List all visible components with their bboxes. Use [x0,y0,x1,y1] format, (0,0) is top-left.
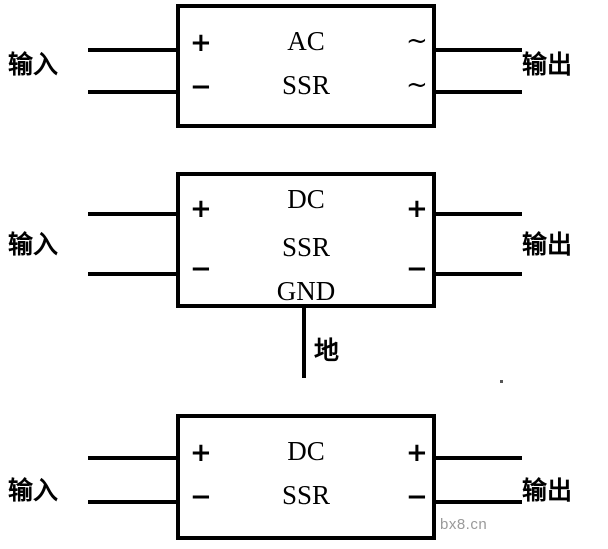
terminal-input-minus-block3: − [190,482,212,512]
wire-output-minus-block2 [434,272,522,276]
terminal-input-plus-block2: + [190,194,212,224]
block-dc-ssr-gnd [176,172,436,308]
block-ac-ssr [176,4,436,128]
terminal-input-minus-block2: − [190,254,212,284]
terminal-output-minus-block2: − [406,254,428,284]
terminal-output-minus-block3: − [406,482,428,512]
wire-input-minus-block2 [88,272,178,276]
speckle-dot [500,380,503,383]
block1-input-label: 输入 [8,50,59,79]
wire-output-minus-block3 [434,500,522,504]
wire-output-bottom-block1 [434,90,522,94]
wire-input-plus-block1 [88,48,178,52]
terminal-input-minus-block1: − [190,72,212,102]
terminal-output-tilde-bottom-block1: ~ [406,70,428,100]
terminal-output-plus-block3: + [406,438,428,468]
block1-label-ssr: SSR [281,70,331,100]
terminal-input-plus-block3: + [190,438,212,468]
block1-output-label: 输出 [522,50,573,79]
block3-label-ssr: SSR [281,480,331,510]
block3-input-label: 输入 [8,476,59,505]
block3-label-dc: DC [287,436,325,466]
wire-output-top-block1 [434,48,522,52]
block2-label-gnd: GND [276,276,336,306]
block-dc-ssr [176,414,436,540]
terminal-output-tilde-top-block1: ~ [406,26,428,56]
block3-output-label: 输出 [522,476,573,505]
block2-ground-label: 地 [314,336,340,365]
watermark-text: bx8.cn [440,516,488,533]
wire-output-plus-block2 [434,212,522,216]
block1-label-ac: AC [287,26,325,56]
wire-input-plus-block3 [88,456,178,460]
wire-output-plus-block3 [434,456,522,460]
terminal-output-plus-block2: + [406,194,428,224]
block2-label-ssr: SSR [281,232,331,262]
wire-ground-block2 [302,306,306,378]
wire-input-plus-block2 [88,212,178,216]
block2-output-label: 输出 [522,230,573,259]
block2-label-dc: DC [287,184,325,214]
wire-input-minus-block1 [88,90,178,94]
wire-input-minus-block3 [88,500,178,504]
block2-input-label: 输入 [8,230,59,259]
terminal-input-plus-block1: + [190,28,212,58]
